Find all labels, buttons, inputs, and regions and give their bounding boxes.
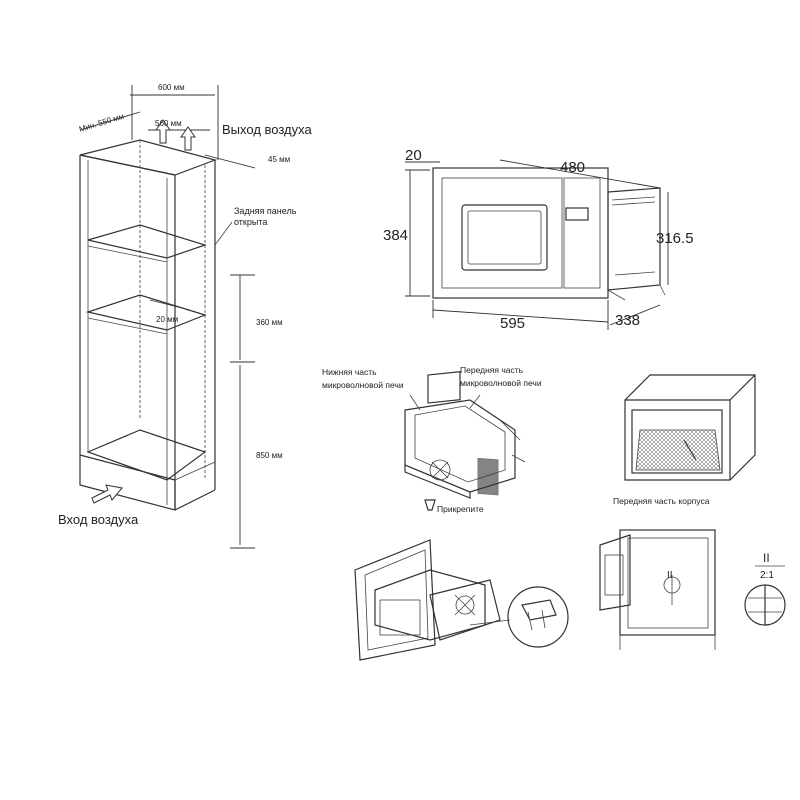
dim-338: 338 (615, 312, 640, 329)
bracket-icon (424, 499, 436, 511)
mesh-panel (635, 429, 721, 471)
cabinet-plinth (79, 454, 176, 511)
attach-label: Прикрепите (437, 504, 484, 514)
dim-850-label: 850 мм (256, 451, 283, 460)
air-in-label: Вход воздуха (58, 512, 139, 527)
door-open-drawing (599, 529, 716, 650)
dim-45-label: 45 мм (268, 155, 290, 164)
housing-front-label: Передняя часть корпуса (613, 496, 710, 506)
magnifier-circle (507, 586, 569, 648)
microwave-dimensions (405, 159, 669, 330)
arrow-right-icon (91, 484, 123, 504)
bottom-part-label-2: микроволновой печи (322, 380, 404, 390)
roman-detail-label: II (763, 551, 770, 565)
arrow-up-icon (155, 119, 171, 144)
cabinet-dimensions (79, 85, 256, 549)
underside-drawing (404, 370, 526, 511)
cabinet-drawing (79, 139, 217, 511)
dim-360-label: 360 мм (256, 318, 283, 327)
dim-600-label: 600 мм (158, 83, 185, 92)
dim-480: 480 (560, 159, 585, 176)
microwave-front-drawing (432, 167, 666, 301)
rear-panel-label-2: открыта (234, 217, 267, 227)
microwave-frame (432, 167, 609, 299)
dim-316-5: 316.5 (656, 230, 694, 247)
dim-min-550-label: Мин. 550 мм (78, 112, 125, 134)
dim-20-label: 20 мм (156, 315, 178, 324)
roman-door-label: II (667, 570, 673, 581)
bottom-part-label-1: Нижняя часть (322, 367, 377, 377)
front-part-label-2: микроволновой печи (460, 378, 542, 388)
microwave-display (565, 207, 589, 221)
dim-20-front: 20 (405, 147, 422, 164)
dim-384: 384 (383, 227, 408, 244)
dim-595: 595 (500, 315, 525, 332)
microwave-window (461, 204, 548, 271)
detail-ii-drawing (744, 584, 786, 626)
cabinet-shelf-1 (87, 224, 207, 259)
air-out-label: Выход воздуха (222, 122, 312, 137)
ratio-label: 2:1 (760, 570, 774, 581)
inserting-drawing (354, 539, 569, 661)
rear-panel-label-1: Задняя панель (234, 206, 297, 216)
frame-housing-drawing (624, 374, 756, 481)
cabinet-shelf-2 (85, 294, 207, 331)
front-part-label-1: Передняя часть (460, 365, 524, 375)
dim-560-label: 560 мм (155, 119, 182, 128)
arrow-up-icon (180, 126, 196, 151)
